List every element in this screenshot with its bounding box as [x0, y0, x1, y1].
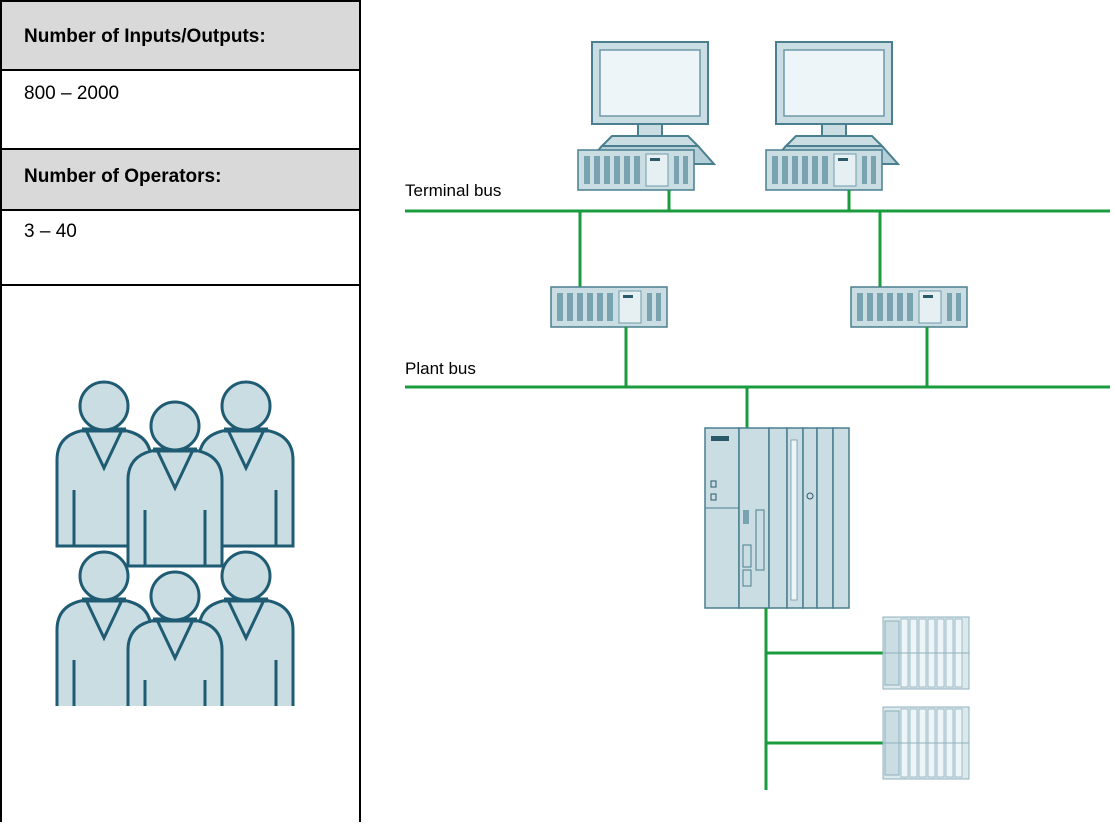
io-value: 800 – 2000: [2, 71, 359, 150]
terminal-bus-label: Terminal bus: [405, 181, 501, 200]
automation-system: [704, 427, 850, 609]
operator-station-2: [765, 41, 899, 211]
power-supply-module: [704, 427, 740, 609]
monitor-icon: [585, 41, 715, 165]
server-1: [550, 211, 668, 387]
specs-panel: Number of Inputs/Outputs: 800 – 2000 Num…: [0, 0, 361, 822]
server-rack-icon: [850, 286, 968, 328]
remote-io-module-1: [882, 616, 970, 690]
operator-icon: [128, 402, 222, 566]
rack-module: [768, 427, 788, 609]
operators-heading: Number of Operators:: [2, 150, 359, 211]
operator-icon: [128, 572, 222, 706]
rack-module: [802, 427, 818, 609]
operators-value: 3 – 40: [2, 211, 359, 286]
operators-illustration: [2, 286, 359, 824]
monitor-icon: [769, 41, 899, 165]
pc-rack-icon: [577, 149, 695, 191]
pc-rack-icon: [765, 149, 883, 191]
plant-bus-label: Plant bus: [405, 359, 476, 378]
server-rack-icon: [550, 286, 668, 328]
server-2: [850, 211, 968, 387]
rack-module: [832, 427, 850, 609]
network-diagram: Terminal bus Plant bus: [405, 41, 1110, 790]
remote-io-module-2: [882, 706, 970, 780]
rack-module: [816, 427, 834, 609]
operator-station-1: [577, 41, 715, 211]
io-heading: Number of Inputs/Outputs:: [2, 2, 359, 71]
operators-group-icon: [2, 286, 359, 706]
